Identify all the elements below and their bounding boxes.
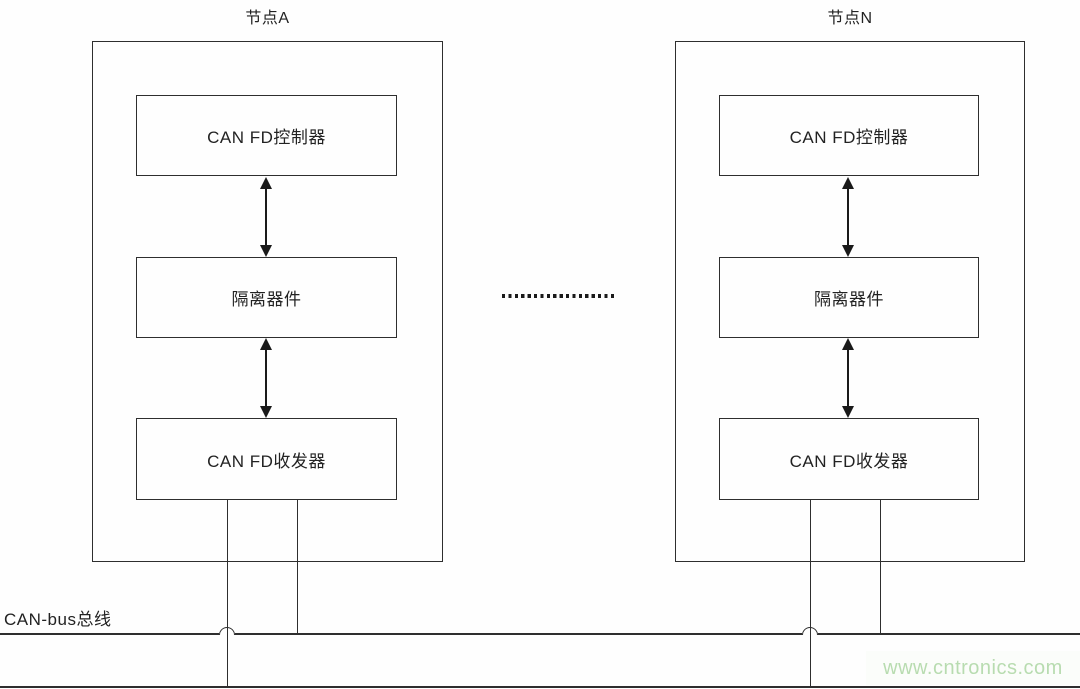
node-n-controller-label: CAN FD控制器 (789, 128, 909, 147)
node-a-title: 节点A (245, 10, 290, 27)
arrow-up-head-icon (842, 177, 854, 189)
bus-hop-arc-icon (219, 626, 235, 635)
node-n-bus-lead-right (879, 499, 881, 634)
arrow-down-head-icon (842, 245, 854, 257)
node-a-controller-block: CAN FD控制器 (136, 95, 397, 176)
double-arrow-icon (840, 177, 856, 257)
can-bus-label: CAN-bus总线 (4, 610, 112, 629)
arrow-up-head-icon (260, 338, 272, 350)
node-n-transceiver-block: CAN FD收发器 (719, 418, 979, 500)
node-n-isolator-label: 隔离器件 (814, 290, 884, 309)
node-n-title: 节点N (827, 10, 873, 27)
node-n-box: CAN FD控制器 隔离器件 CAN FD收发器 (675, 41, 1025, 562)
arrow-shaft (846, 348, 850, 408)
bus-line-lower (0, 686, 1080, 688)
bus-line-upper-seg3 (818, 633, 1080, 635)
arrow-shaft (846, 187, 850, 247)
node-a-isolator-label: 隔离器件 (231, 290, 302, 309)
ellipsis-dots-icon (502, 294, 614, 298)
double-arrow-icon (840, 338, 856, 418)
arrow-shaft (264, 348, 268, 408)
arrow-down-head-icon (260, 245, 272, 257)
node-a-controller-label: CAN FD控制器 (207, 128, 326, 147)
arrow-shaft (264, 187, 268, 247)
node-a-bus-lead-right (296, 499, 298, 634)
bus-line-upper-seg2 (235, 633, 802, 635)
arrow-down-head-icon (842, 406, 854, 418)
bus-hop-arc-icon (802, 626, 818, 635)
watermark-background: www.cntronics.com (866, 651, 1080, 685)
arrow-up-head-icon (260, 177, 272, 189)
watermark-text: www.cntronics.com (883, 656, 1063, 679)
node-n-isolator-block: 隔离器件 (719, 257, 979, 338)
node-a-box: CAN FD控制器 隔离器件 CAN FD收发器 (92, 41, 443, 562)
node-a-transceiver-block: CAN FD收发器 (136, 418, 397, 500)
arrow-down-head-icon (260, 406, 272, 418)
node-a-isolator-block: 隔离器件 (136, 257, 397, 338)
bus-line-upper-seg1 (0, 633, 219, 635)
double-arrow-icon (258, 338, 274, 418)
node-n-controller-block: CAN FD控制器 (719, 95, 979, 176)
node-n-transceiver-label: CAN FD收发器 (789, 451, 909, 471)
node-n-bus-lead-left (809, 499, 811, 687)
double-arrow-icon (258, 177, 274, 257)
node-a-bus-lead-left (226, 499, 228, 687)
node-a-transceiver-label: CAN FD收发器 (207, 451, 326, 471)
arrow-up-head-icon (842, 338, 854, 350)
